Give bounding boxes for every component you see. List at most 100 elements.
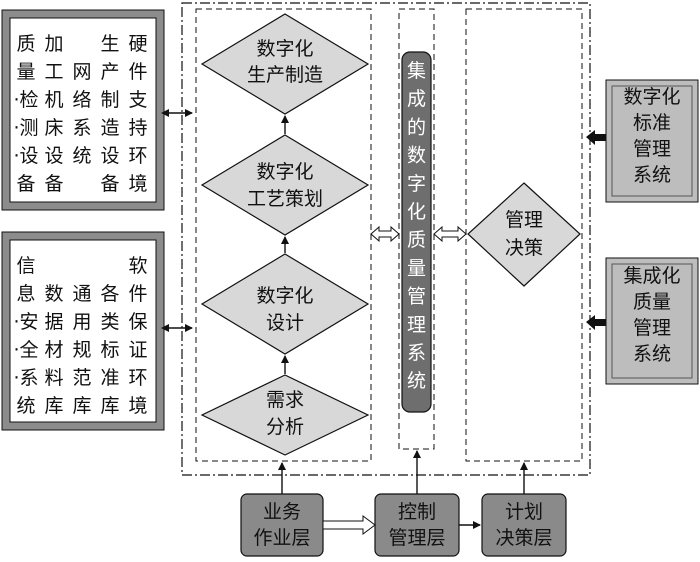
step-planning-line1: 数字化 (256, 161, 313, 183)
left-box-char: 库 (100, 395, 119, 417)
left-box-char: 系 (72, 117, 91, 139)
left-box-char: 设 (100, 145, 119, 167)
step-production-line1: 数字化 (256, 38, 313, 60)
left-box-char: 制 (100, 89, 119, 111)
management-decision-diamond: 管理 决策 (467, 182, 581, 287)
left-box-char: 通 (72, 283, 91, 305)
left-box-char: 床 (44, 117, 63, 139)
right-box-line: 管理 (633, 317, 671, 339)
left-box-char: 准 (100, 367, 119, 389)
left-box-char: 库 (44, 395, 63, 417)
center-system-char: 成 (407, 88, 426, 110)
center-column-frame (398, 8, 435, 450)
business-to-control-arrow (322, 515, 376, 535)
left-box-char: 规 (72, 339, 91, 361)
outer-frame (181, 2, 591, 476)
left-box-char: 各 (100, 283, 119, 305)
step-production-line2: 生产制造 (247, 64, 323, 86)
left-box-char: 支 (128, 89, 147, 111)
left-box-char: 持 (128, 117, 147, 139)
left-box-char: 加 (44, 33, 63, 55)
step-requirements-line1: 需求 (266, 389, 304, 411)
left-box-char: 备 (100, 173, 119, 195)
left-box-char: 件 (128, 283, 147, 305)
right-box-line: 标准 (633, 112, 671, 134)
center-system-char: 的 (407, 116, 426, 138)
left-box-char: ·系 (13, 367, 38, 389)
left-box-char: ·全 (13, 339, 38, 361)
left-box-char: 件 (128, 61, 147, 83)
left-box-char: 环 (128, 145, 147, 167)
left-box-char: 网 (72, 61, 91, 83)
center-system-char: 字 (407, 173, 426, 195)
left-box-char: 生 (100, 33, 119, 55)
decision-line1: 管理 (505, 209, 543, 231)
layer-business-line2: 作业层 (253, 527, 310, 549)
left-box-char: 质 (16, 33, 35, 55)
left-box-char: 统 (72, 145, 91, 167)
left-box-char: 备 (44, 173, 63, 195)
center-system-char: 理 (407, 314, 426, 336)
left-box-char: 工 (44, 61, 63, 83)
decision-line2: 决策 (505, 237, 543, 259)
left-box-char: 境 (128, 173, 147, 195)
left-box-char: 证 (128, 339, 147, 361)
left-box-char: 备 (16, 173, 35, 195)
step-requirements-diamond: 需求 分析 (200, 374, 370, 456)
step-design-line2: 设计 (266, 312, 304, 334)
left-box-char: ·设 (13, 145, 38, 167)
left-box-char: 境 (128, 395, 147, 417)
right-box-line: 系统 (633, 164, 671, 186)
step-process-planning-diamond: 数字化 工艺策划 (200, 134, 370, 236)
left-box-char: 材 (44, 339, 63, 361)
center-system-char: 系 (407, 342, 426, 364)
step-planning-line2: 工艺策划 (247, 188, 323, 210)
layer-planning-line1: 计划 (505, 501, 543, 523)
control-management-layer-box: 控制 管理层 (374, 493, 460, 557)
business-operation-layer-box: 业务 作业层 (240, 493, 324, 557)
left-box-char: ·安 (13, 311, 38, 333)
step-design-diamond: 数字化 设计 (200, 253, 370, 355)
left-box-char: 保 (128, 311, 147, 333)
left-box-char: 数 (44, 283, 63, 305)
left-box-char: 量 (16, 61, 35, 83)
right-box-line: 集成化 (623, 265, 680, 287)
quality-input-arrow (586, 315, 606, 330)
center-system-char: 管 (407, 286, 426, 308)
right-box-line: 数字化 (623, 86, 680, 108)
left-box-char: 信 (16, 255, 35, 277)
planning-decision-layer-box: 计划 决策层 (481, 493, 567, 557)
right-box-line: 管理 (633, 138, 671, 160)
standard-input-arrow (586, 130, 606, 145)
left-box-char: 类 (100, 311, 119, 333)
step-requirements-line2: 分析 (266, 416, 304, 438)
left-box-char: 料 (44, 367, 63, 389)
left-box-char: 标 (100, 339, 119, 361)
decision-column-frame (465, 8, 583, 462)
layer-planning-line2: 决策层 (495, 527, 552, 549)
step-production-diamond: 数字化 生产制造 (200, 13, 370, 115)
layer-control-line2: 管理层 (388, 527, 445, 549)
center-system-char: 质 (407, 229, 426, 251)
left-box-char: 软 (128, 255, 147, 277)
left-box-char: ·检 (13, 89, 38, 111)
left-box-char: 硬 (128, 33, 147, 55)
center-system-char: 数 (407, 145, 426, 167)
center-system-char: 统 (407, 370, 426, 392)
center-decision-double-arrow (433, 225, 467, 243)
left-box-char: 息 (16, 283, 35, 305)
process-center-double-arrow (370, 225, 400, 243)
right-box-line: 系统 (633, 343, 671, 365)
center-system-char: 集 (407, 60, 426, 82)
left-box-char: 范 (72, 367, 91, 389)
left-box-char: 据 (44, 311, 63, 333)
layer-control-line1: 控制 (398, 501, 436, 523)
left-box-char: 产 (100, 61, 119, 83)
left-box-char: 机 (44, 89, 63, 111)
center-system-char: 化 (407, 201, 426, 223)
